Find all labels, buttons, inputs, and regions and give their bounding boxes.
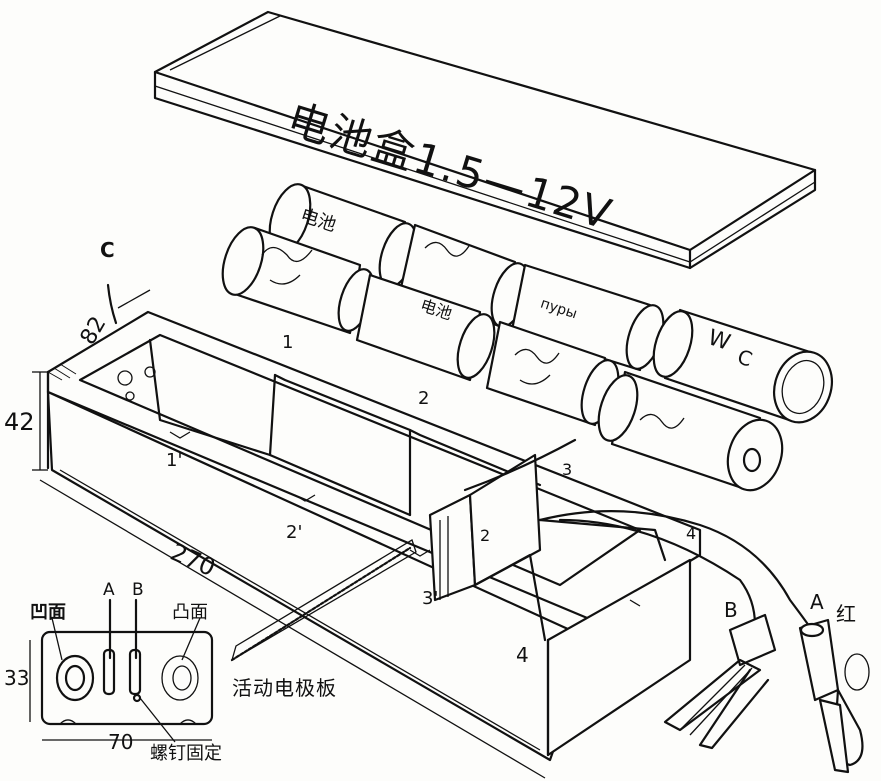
wires (230, 438, 814, 662)
battery (597, 370, 784, 492)
alligator-clip-b (663, 613, 777, 750)
compartment-label: 2 (480, 526, 491, 545)
electrode-plate-inset (29, 598, 214, 743)
box (46, 310, 702, 762)
wire-c (106, 283, 118, 325)
compartment-label: 3 (562, 460, 573, 479)
battery (221, 226, 375, 335)
clip-a-label: A (810, 590, 824, 614)
terminal-b-label: B (132, 580, 144, 600)
clip-b-label: B (724, 598, 738, 622)
convex-label: 凸面 (172, 602, 208, 623)
terminal-a-label: A (103, 580, 115, 600)
batteries (221, 183, 833, 492)
compartment-label: 4 (686, 524, 697, 543)
alligator-clip-a (798, 618, 870, 774)
concave-label: 凹面 (30, 602, 66, 623)
compartment-label: 3' (422, 588, 439, 609)
red-wire-label: 红 (836, 602, 856, 626)
compartment-label: 2' (286, 522, 303, 543)
lid (153, 10, 817, 270)
dim-plate-height: 33 (4, 666, 30, 690)
dim-plate-width: 70 (108, 730, 134, 754)
compartment-label: 4 (516, 643, 529, 667)
battery (652, 308, 833, 424)
dim-height: 42 (4, 408, 35, 436)
movable-plate-label: 活动电极板 (232, 676, 337, 700)
battery (355, 273, 496, 382)
compartment-label: 2 (418, 388, 430, 409)
dimension-lines (32, 289, 546, 779)
screw-note: 螺钉固定 (150, 743, 222, 764)
compartment-label: 1 (282, 332, 294, 353)
wire-c-label: C (100, 238, 115, 262)
compartment-label: 1' (166, 450, 183, 471)
